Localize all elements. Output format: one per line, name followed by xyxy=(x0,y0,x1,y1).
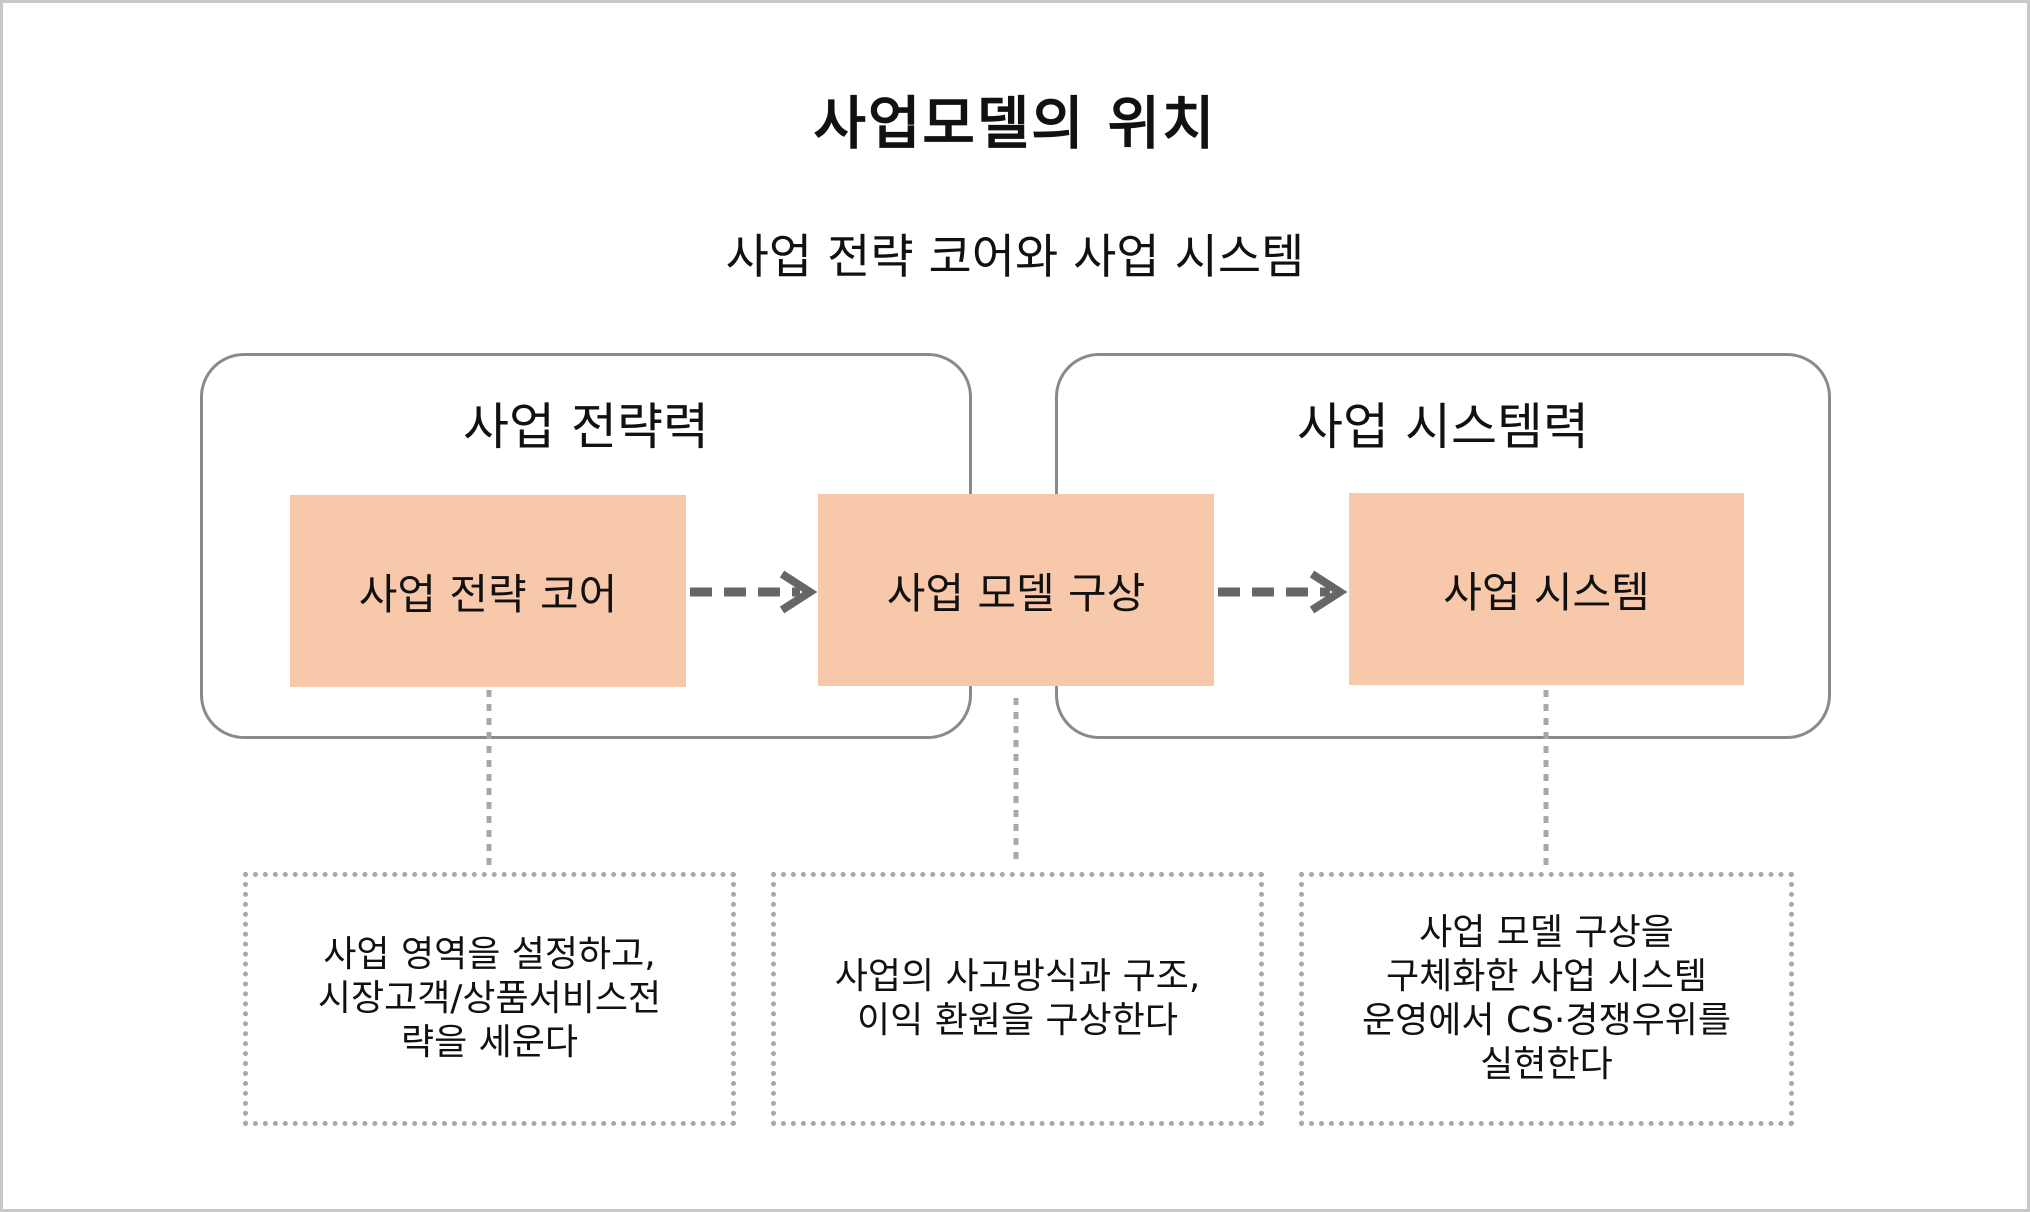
desc-box-strategy: 사업 영역을 설정하고, 시장고객/상품서비스전 략을 세운다 xyxy=(243,872,736,1126)
node-business-system: 사업 시스템 xyxy=(1349,493,1744,685)
node-strategy-core: 사업 전략 코어 xyxy=(290,495,686,687)
desc-model-text: 사업의 사고방식과 구조, 이익 환원을 구상한다 xyxy=(834,956,1201,1041)
diagram-title: 사업모델의 위치 xyxy=(813,91,1217,157)
diagram-subtitle: 사업 전략 코어와 사업 시스템 xyxy=(725,230,1305,285)
desc-box-model: 사업의 사고방식과 구조, 이익 환원을 구상한다 xyxy=(771,872,1264,1126)
arrow-model-to-system xyxy=(1218,570,1348,614)
node-business-model-label: 사업 모델 구상 xyxy=(886,568,1146,618)
node-business-model: 사업 모델 구상 xyxy=(818,494,1214,686)
node-business-system-label: 사업 시스템 xyxy=(1443,567,1650,617)
desc-box-system: 사업 모델 구상을 구체화한 사업 시스템 운영에서 CS·경쟁우위를 실현한다 xyxy=(1299,872,1794,1126)
desc-system-text: 사업 모델 구상을 구체화한 사업 시스템 운영에서 CS·경쟁우위를 실현한다 xyxy=(1362,912,1731,1085)
group-system-label: 사업 시스템력 xyxy=(1297,398,1589,456)
desc-strategy-text: 사업 영역을 설정하고, 시장고객/상품서비스전 략을 세운다 xyxy=(317,934,662,1063)
group-strategy-label: 사업 전략력 xyxy=(463,398,709,456)
arrow-strategy-to-model xyxy=(690,570,818,614)
node-strategy-core-label: 사업 전략 코어 xyxy=(358,569,618,619)
